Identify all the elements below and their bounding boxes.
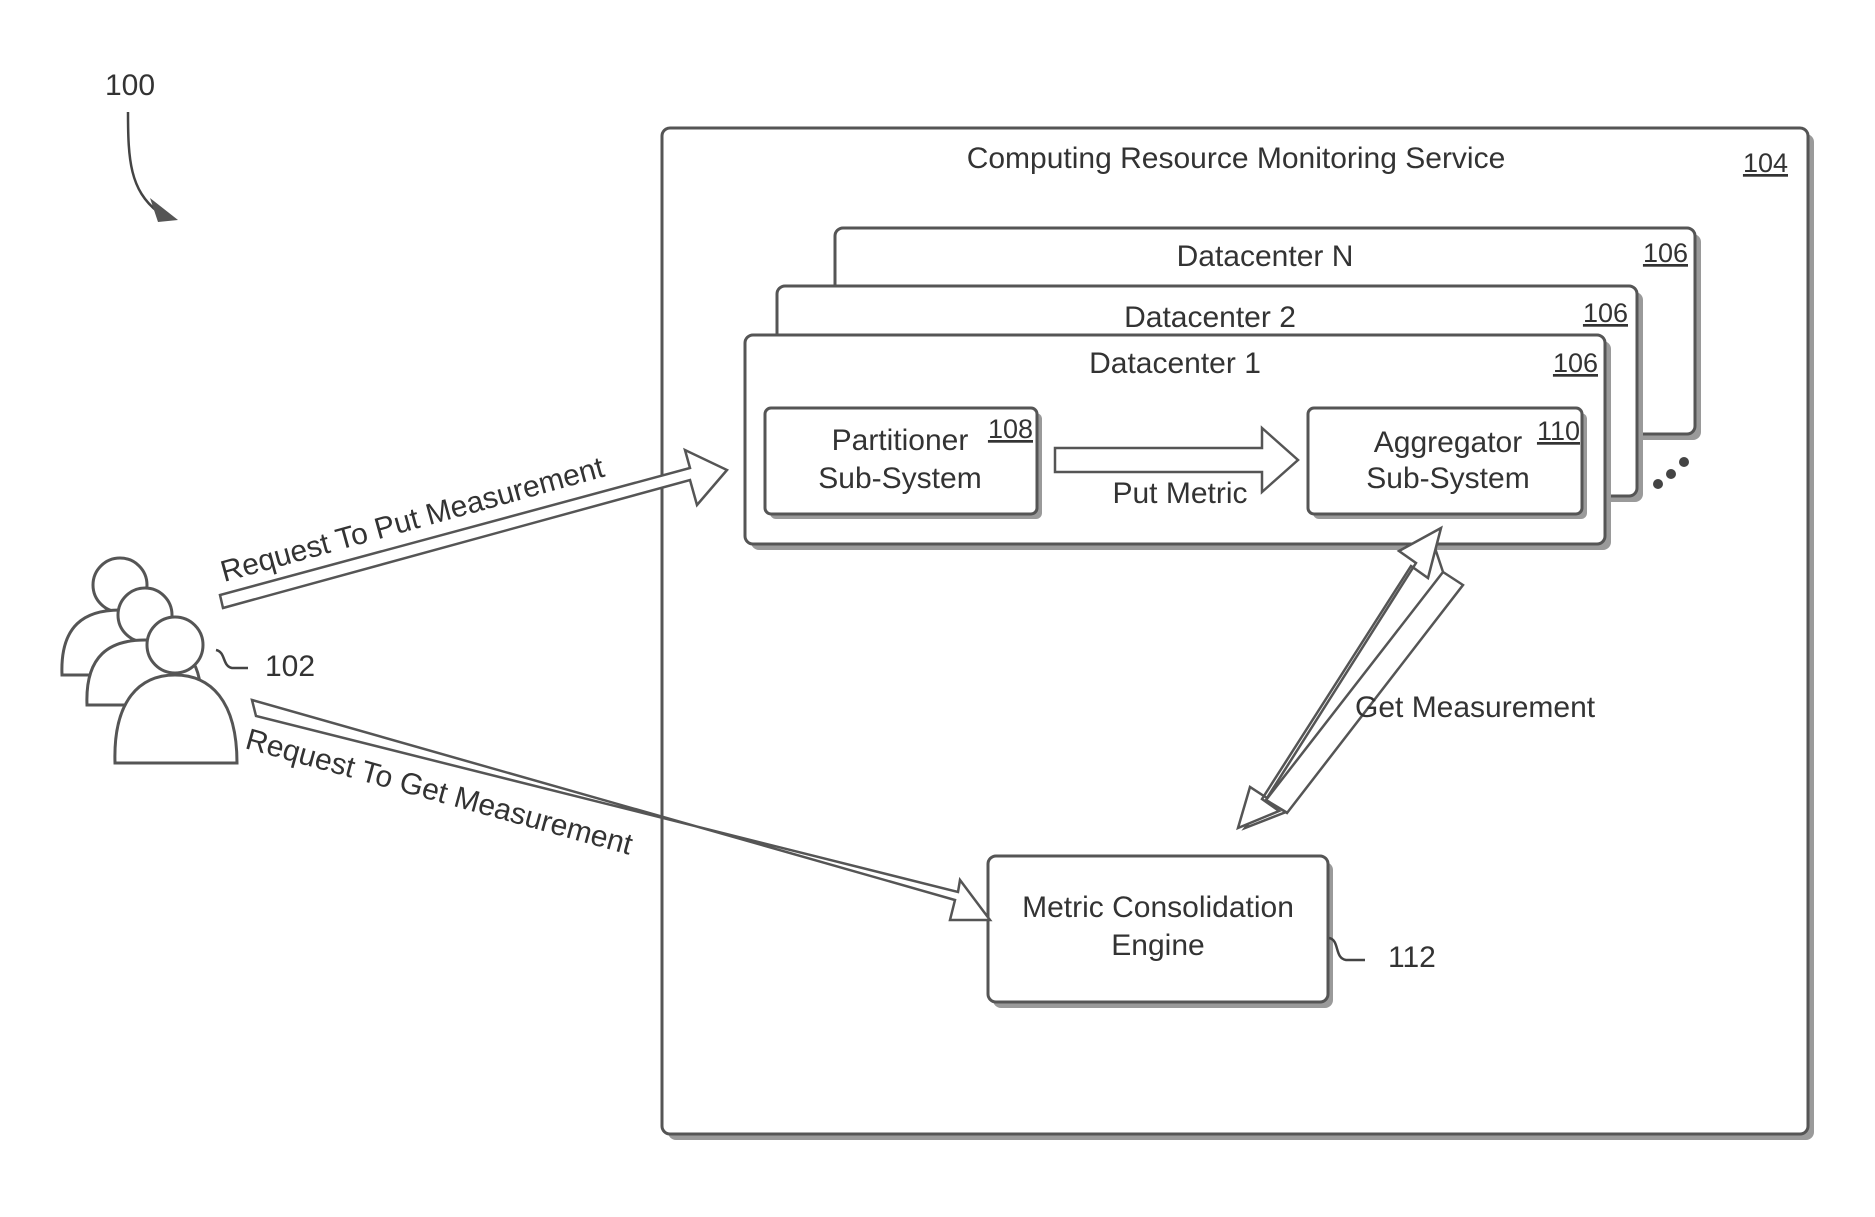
users-group-icon — [62, 558, 237, 763]
aggregator-subsystem-box: Aggregator Sub-System 110 — [1308, 408, 1587, 519]
get-measurement-label: Get Measurement — [1355, 691, 1596, 724]
engine-ref-112: 112 — [1388, 941, 1436, 974]
users-ref-102: 102 — [265, 650, 315, 683]
aggregator-line2: Sub-System — [1366, 462, 1529, 495]
request-put-label: Request To Put Measurement — [217, 451, 608, 589]
partitioner-line2: Sub-System — [818, 462, 981, 495]
datacenter-n-ref: 106 — [1643, 238, 1688, 268]
engine-line1: Metric Consolidation — [1022, 891, 1294, 924]
engine-line2: Engine — [1111, 929, 1204, 962]
put-metric-label: Put Metric — [1112, 477, 1247, 510]
datacenter-2-title: Datacenter 2 — [1124, 301, 1296, 334]
partitioner-subsystem-box: Partitioner Sub-System 108 — [765, 408, 1042, 519]
aggregator-line1: Aggregator — [1374, 426, 1522, 459]
datacenter-1-ref: 106 — [1553, 348, 1598, 378]
figure-pointer-arrow — [128, 112, 178, 222]
users-ref-leader: 102 — [216, 650, 315, 683]
aggregator-ref-110: 110 — [1537, 416, 1580, 446]
datacenter-1-title: Datacenter 1 — [1089, 347, 1261, 380]
datacenter-2-ref: 106 — [1583, 298, 1628, 328]
figure-ref-100: 100 — [105, 69, 155, 102]
request-put-measurement-arrow: Request To Put Measurement — [217, 450, 727, 608]
partitioner-line1: Partitioner — [832, 424, 969, 457]
service-title: Computing Resource Monitoring Service — [967, 142, 1506, 175]
datacenter-n-title: Datacenter N — [1177, 240, 1354, 273]
service-ref-104: 104 — [1743, 148, 1788, 178]
metric-consolidation-engine-box: Metric Consolidation Engine — [988, 856, 1333, 1008]
partitioner-ref-108: 108 — [988, 414, 1033, 444]
